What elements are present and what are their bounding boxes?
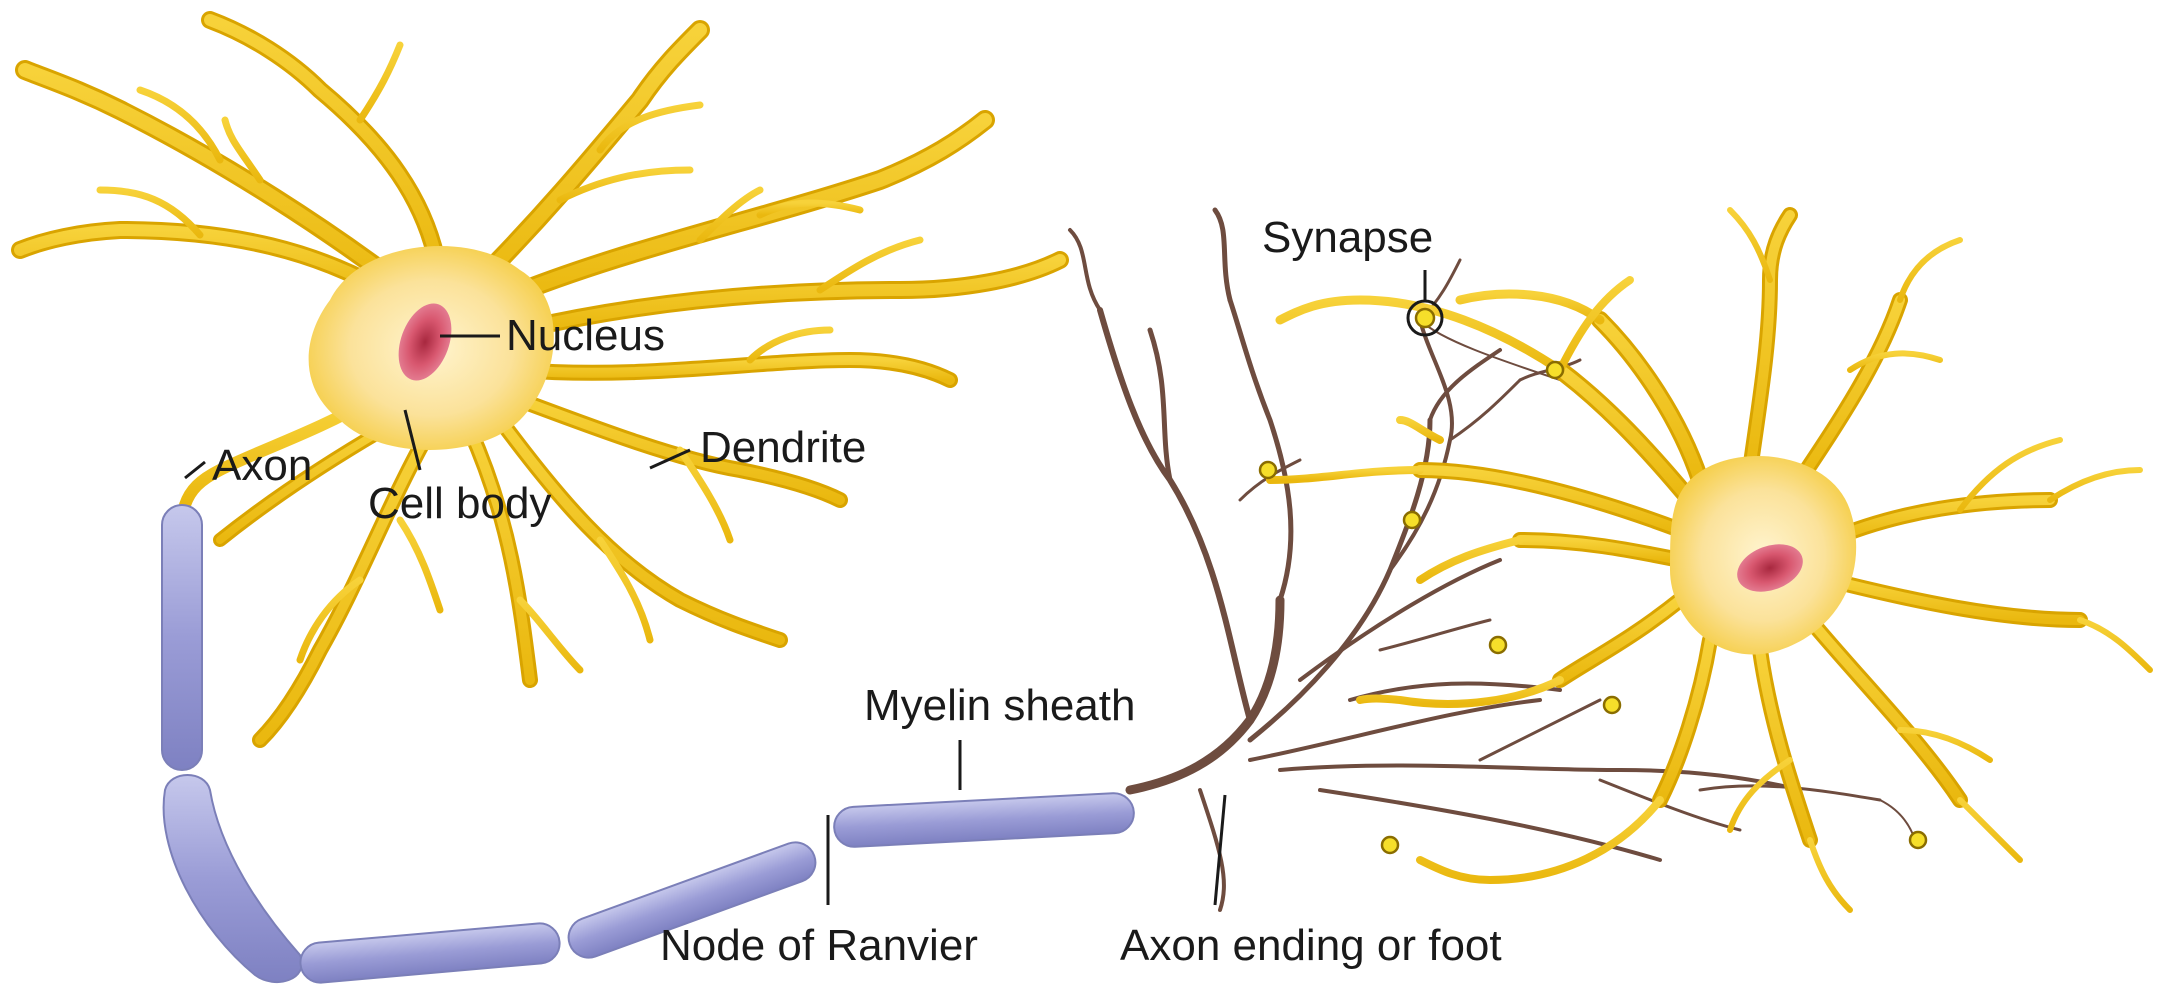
nucleus-label: Nucleus [506,311,665,360]
synaptic-knob [1404,512,1420,528]
synaptic-knob [1604,697,1620,713]
myelin-segment [833,792,1135,848]
synaptic-knob [1490,637,1506,653]
myelin-sheath-label: Myelin sheath [864,681,1135,730]
dendrite-label: Dendrite [700,423,866,472]
cell-body-label: Cell body [368,479,551,528]
myelin-segment [162,505,202,770]
myelin-segment [299,922,561,985]
synaptic-knob [1416,309,1434,327]
myelin-segment [164,775,302,982]
synaptic-knob [1260,462,1276,478]
synaptic-knob [1910,832,1926,848]
node-of-ranvier-label: Node of Ranvier [660,921,978,970]
synaptic-knob [1382,837,1398,853]
axon-label: Axon [212,441,312,490]
synapse-label: Synapse [1262,213,1433,262]
synaptic-knob [1547,362,1563,378]
axon-ending-label: Axon ending or foot [1120,921,1502,970]
